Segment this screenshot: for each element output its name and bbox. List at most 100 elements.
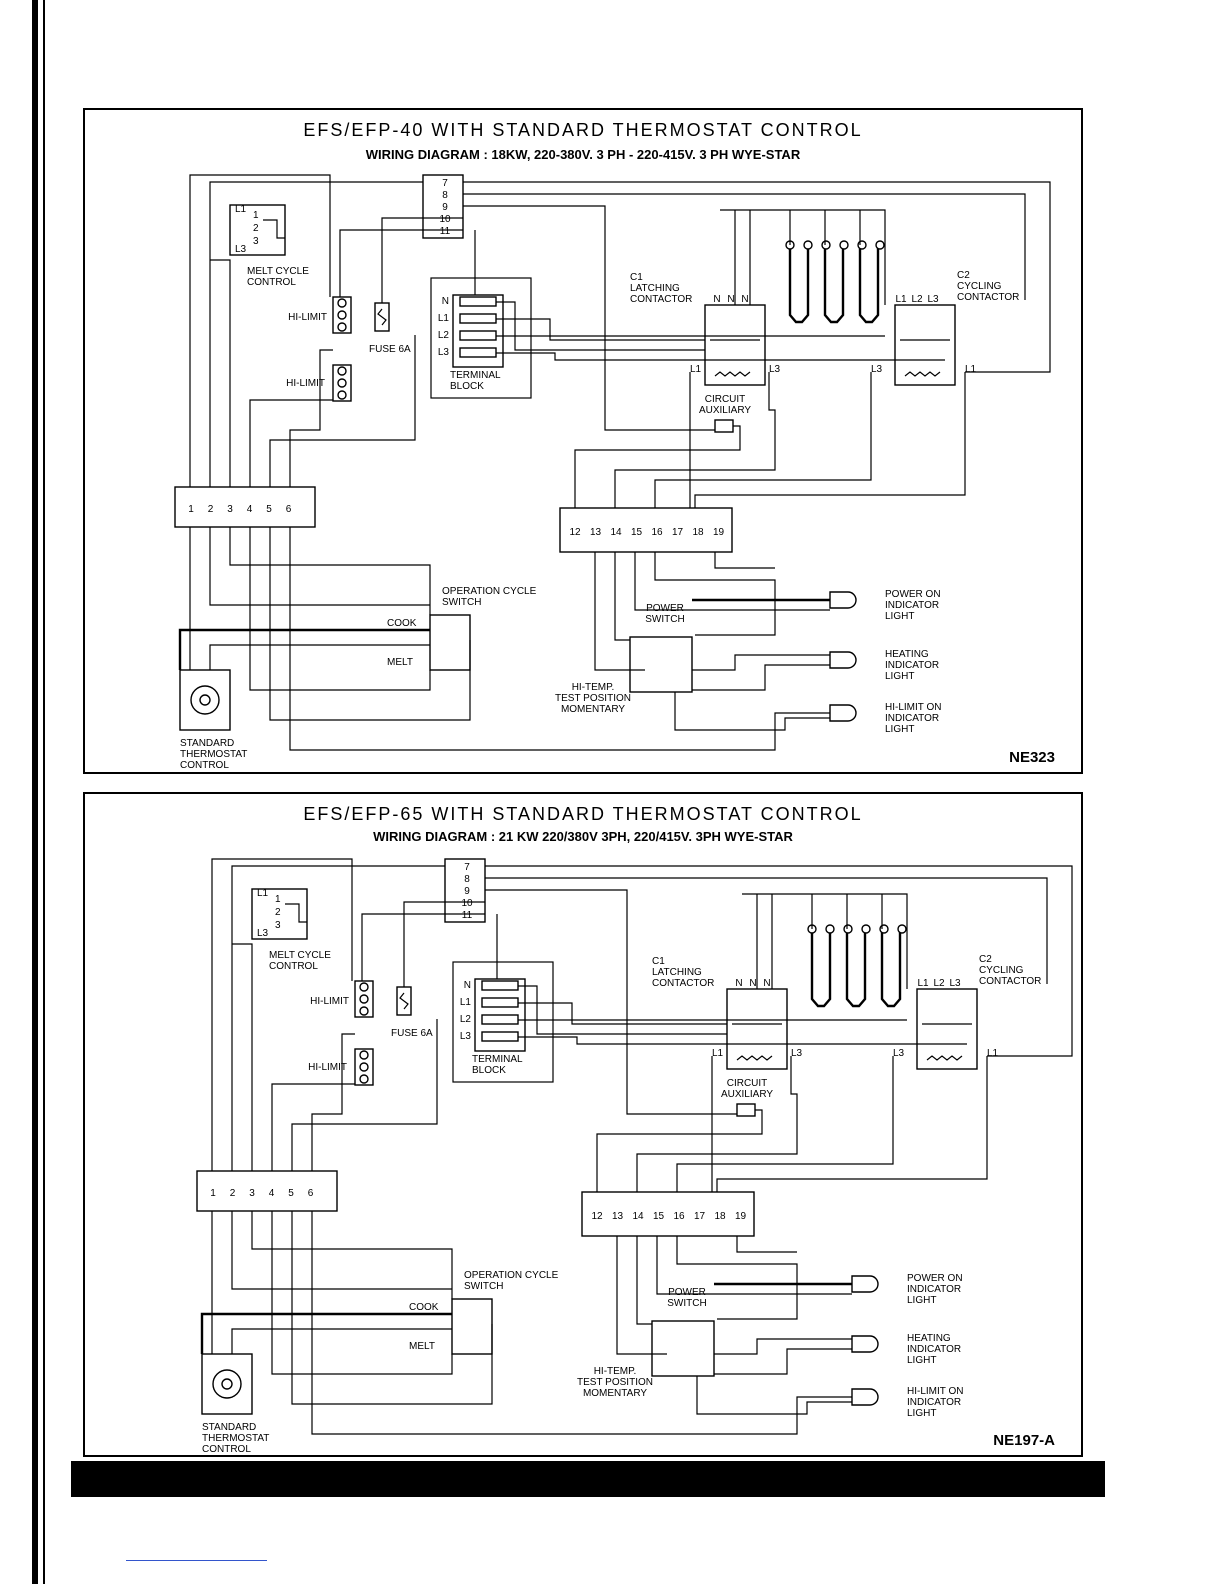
fuse-label: FUSE 6A	[391, 1028, 433, 1039]
thermostat-label: THERMOSTAT	[180, 749, 247, 760]
terminal-phase-label: L3	[460, 1031, 472, 1042]
terminal-block-label: TERMINAL	[450, 370, 501, 381]
c2-pole-label: L3	[949, 978, 961, 989]
circuit-auxiliary-block	[736, 1103, 756, 1117]
right-strip-terminal: 18	[692, 527, 704, 538]
heating-element-terminal	[897, 924, 907, 934]
wire	[736, 1236, 797, 1253]
terminal-block-frame	[430, 277, 532, 399]
circuit-auxiliary-block	[714, 419, 734, 433]
footer-link-rule	[126, 1560, 267, 1561]
right-strip-terminal: 13	[590, 527, 602, 538]
wire	[311, 1211, 852, 1435]
hi-limit-1-label: HI-LIMIT	[288, 312, 327, 323]
melt-cycle-control-box	[251, 888, 308, 940]
drawing-number: NE197-A	[993, 1432, 1055, 1449]
page-border-thick	[32, 0, 38, 1584]
terminal-phase-label: N	[442, 296, 449, 307]
wire	[209, 644, 430, 670]
wire	[574, 425, 741, 508]
wire	[209, 181, 423, 487]
melt-cycle-terminal: 3	[275, 920, 281, 931]
wire	[654, 552, 776, 636]
phase-label-l3: L3	[235, 244, 247, 255]
thermostat-lead	[200, 1312, 452, 1354]
heating-indicator-label: LIGHT	[907, 1355, 936, 1366]
wire	[249, 527, 431, 691]
c1-label: CONTACTOR	[630, 294, 692, 305]
terminal-block-frame	[452, 961, 554, 1083]
wire	[594, 552, 645, 671]
terminal-lug	[459, 296, 497, 307]
wire	[696, 1376, 852, 1415]
c2-pole-label: L1	[917, 978, 929, 989]
wire	[676, 1236, 798, 1320]
c1-label: LATCHING	[652, 967, 702, 978]
c2-label: CYCLING	[979, 965, 1024, 976]
drawing-number: NE323	[1009, 749, 1055, 766]
right-strip-terminal: 14	[632, 1211, 644, 1222]
diagram-title: EFS/EFP-65 WITH STANDARD THERMOSTAT CONT…	[303, 804, 863, 824]
page-border-thin	[43, 0, 45, 1584]
wire	[714, 1338, 852, 1355]
heating-element-terminal	[879, 924, 889, 934]
wire	[211, 858, 353, 1171]
wire	[518, 1036, 967, 1045]
wire	[210, 259, 231, 487]
c2-coil	[904, 371, 941, 377]
hilimit-indicator-lamp	[851, 1388, 879, 1406]
left-strip-terminal: 4	[247, 504, 253, 515]
right-strip-terminal: 18	[714, 1211, 726, 1222]
wire	[361, 913, 485, 981]
right-strip-terminal: 13	[612, 1211, 624, 1222]
hilimit-indicator-label: INDICATOR	[885, 713, 939, 724]
melt-cycle-terminal: 2	[275, 907, 281, 918]
c2-contactor	[894, 304, 956, 386]
wire	[616, 1236, 667, 1355]
heating-indicator-lamp	[829, 651, 857, 669]
wire	[463, 181, 1051, 373]
right-strip-terminal: 12	[591, 1211, 603, 1222]
c1-coil-l3: L3	[769, 364, 781, 375]
wire	[714, 1348, 852, 1375]
top-strip-terminal: 11	[462, 910, 473, 921]
c2-label: CYCLING	[957, 281, 1002, 292]
right-strip-terminal: 19	[735, 1211, 747, 1222]
top-strip-terminal: 8	[464, 874, 470, 885]
heating-indicator-label: INDICATOR	[885, 660, 939, 671]
right-strip-terminal: 15	[631, 527, 643, 538]
hi-limit-2-label: HI-LIMIT	[286, 378, 325, 389]
top-terminal-strip	[444, 858, 486, 923]
c2-pole-label: L2	[933, 978, 945, 989]
terminal-phase-label: N	[464, 980, 471, 991]
terminal-lug	[481, 997, 519, 1008]
c1-label: CONTACTOR	[652, 978, 714, 989]
right-strip-terminal: 12	[569, 527, 581, 538]
hi-limit-terminal	[337, 310, 347, 320]
wire	[694, 372, 966, 508]
hilimit-indicator-lamp	[829, 704, 857, 722]
wire	[381, 217, 463, 303]
wire	[636, 1056, 798, 1192]
wire	[485, 877, 1048, 984]
right-strip-terminal: 16	[651, 527, 663, 538]
c1-pole-label: N	[763, 978, 770, 989]
melt-cycle-contact	[285, 903, 307, 923]
power-switch-label: POWER	[668, 1287, 706, 1298]
c1-label: LATCHING	[630, 283, 680, 294]
c1-coil-l1: L1	[690, 364, 702, 375]
heating-element	[858, 245, 880, 324]
hi-limit-2-label: HI-LIMIT	[308, 1062, 347, 1073]
power-indicator-label: INDICATOR	[885, 600, 939, 611]
diagram-title: EFS/EFP-40 WITH STANDARD THERMOSTAT CONT…	[303, 120, 863, 140]
terminal-phase-label: L2	[460, 1014, 472, 1025]
wire	[636, 1236, 652, 1325]
left-strip-terminal: 1	[210, 1188, 216, 1199]
power-switch-label: SWITCH	[667, 1298, 706, 1309]
wire	[271, 1083, 355, 1171]
thermostat-lead	[178, 628, 430, 670]
wire	[269, 527, 471, 721]
power-indicator-label: POWER ON	[907, 1273, 963, 1284]
hi-limit-terminal	[337, 390, 347, 400]
c1-contactor	[704, 304, 766, 386]
